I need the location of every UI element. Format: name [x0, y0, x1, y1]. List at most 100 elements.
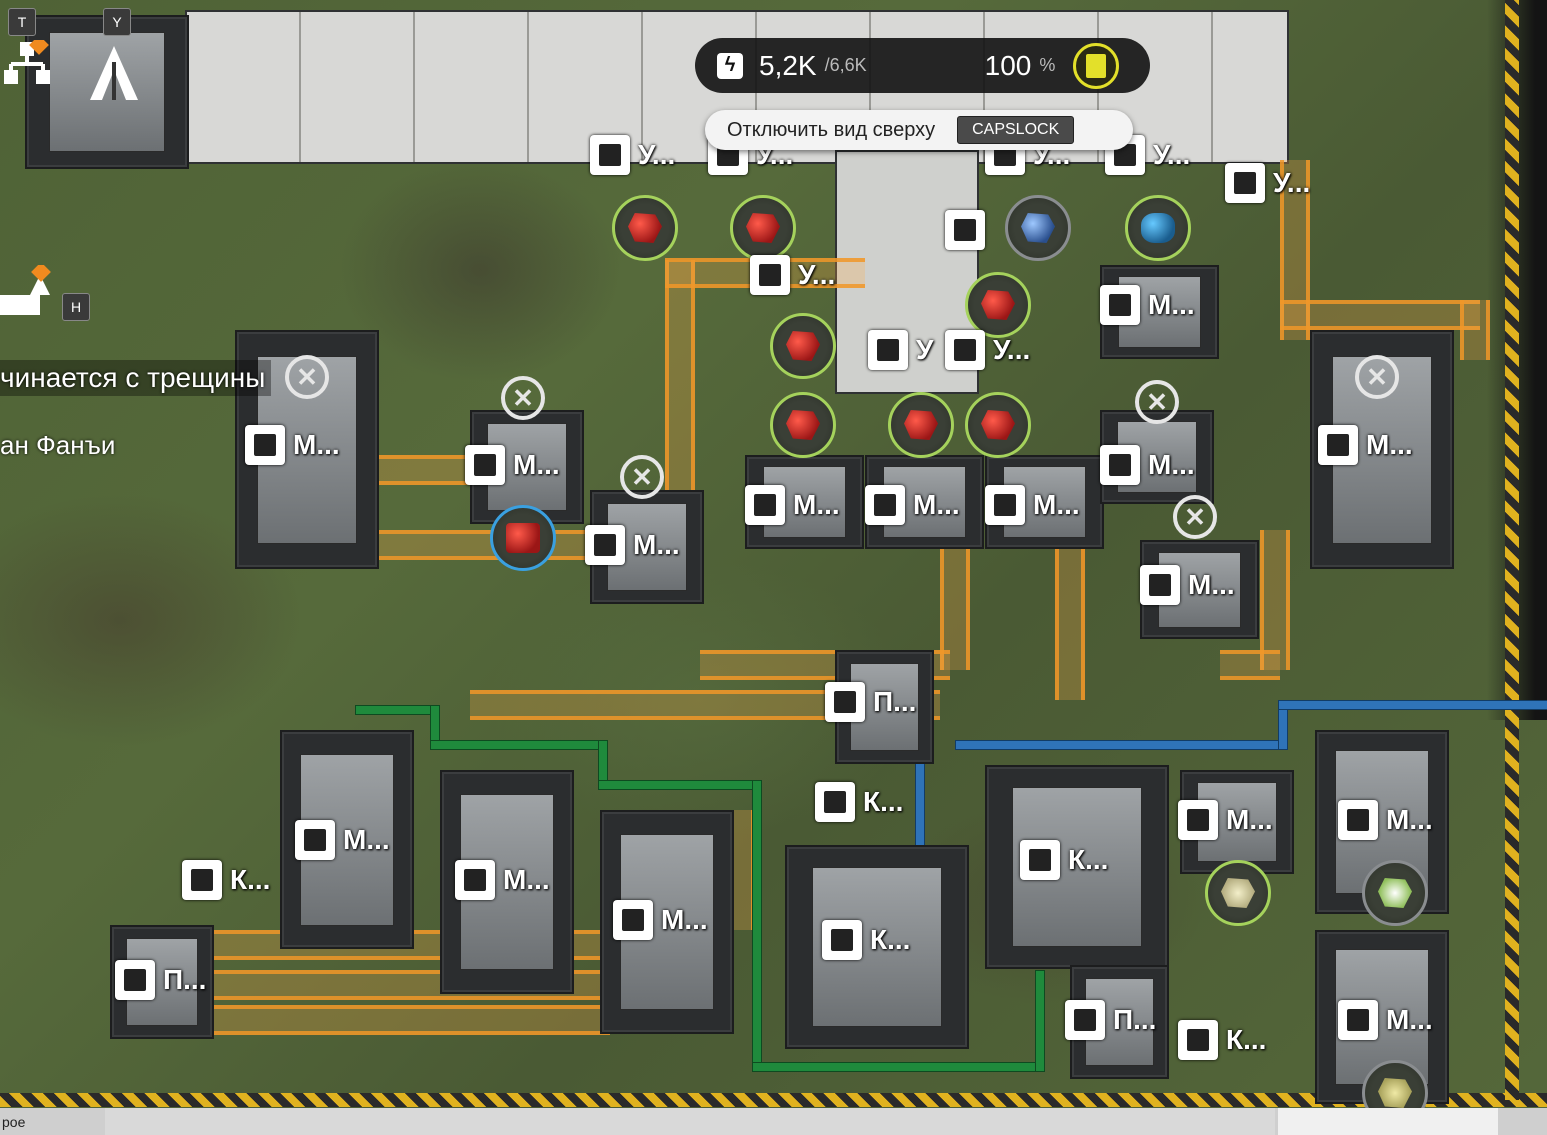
capslock-key: CAPSLOCK [957, 116, 1075, 144]
gem-ore-icon [965, 392, 1031, 458]
conveyor[interactable] [1280, 160, 1310, 340]
building-label[interactable]: М... [1338, 1000, 1433, 1040]
pipe-green[interactable] [598, 780, 760, 790]
hazard-border-right [1505, 0, 1519, 1100]
building-label[interactable]: М... [613, 900, 708, 940]
building-label[interactable]: М... [1140, 565, 1235, 605]
refinery-icon [245, 425, 285, 465]
conveyor[interactable] [1055, 540, 1085, 700]
grinder-icon [585, 525, 625, 565]
building-label[interactable]: У [868, 330, 933, 370]
building-label[interactable]: М... [865, 485, 960, 525]
sleeper-1[interactable] [280, 730, 414, 949]
building-label[interactable]: М... [1318, 425, 1413, 465]
cross-ring-icon: ✕ [1173, 495, 1217, 539]
objective-marker-icon[interactable] [0, 262, 60, 335]
building-label[interactable]: К... [822, 920, 910, 960]
planter-icon [1338, 1000, 1378, 1040]
sleeper-3[interactable] [600, 810, 734, 1034]
quest-title[interactable]: чинается с трещины [0, 360, 272, 396]
hierarchy-icon[interactable] [0, 35, 55, 100]
building-label[interactable]: М... [1338, 800, 1433, 840]
building-label[interactable]: П... [825, 682, 916, 722]
toolbar-slot[interactable] [105, 1108, 1275, 1135]
pylon-icon [815, 782, 855, 822]
conveyor[interactable] [370, 530, 590, 560]
unloader-icon [1225, 163, 1265, 203]
building-label[interactable]: П... [1065, 1000, 1156, 1040]
power-icon: ϟ [717, 52, 743, 79]
flower-icon [1362, 860, 1428, 926]
sleeper-icon [613, 900, 653, 940]
pylon-icon [182, 860, 222, 900]
building-label[interactable]: К... [1020, 840, 1108, 880]
key-badge-t: T [8, 8, 36, 36]
ore-plant-icon [1205, 860, 1271, 926]
hazard-border-bottom [0, 1093, 1547, 1107]
building-label[interactable]: М... [745, 485, 840, 525]
pipe-green[interactable] [752, 780, 762, 1072]
building-label[interactable]: М... [295, 820, 390, 860]
conveyor[interactable] [1260, 530, 1290, 670]
building-label[interactable]: М... [1178, 800, 1273, 840]
cross-ring-icon: ✕ [501, 376, 545, 420]
grinder-icon [1140, 565, 1180, 605]
ore-chunk-icon [490, 505, 556, 571]
conveyor[interactable] [1220, 650, 1280, 680]
toolbar-action[interactable] [1278, 1108, 1498, 1135]
conveyor[interactable] [1280, 300, 1480, 330]
building-label[interactable]: М... [455, 860, 550, 900]
building-label[interactable]: М... [245, 425, 340, 465]
topview-tooltip[interactable]: Отключить вид сверху CAPSLOCK [705, 110, 1133, 150]
building-label[interactable]: П... [115, 960, 206, 1000]
unloader-icon [868, 330, 908, 370]
building-label[interactable]: У... [945, 330, 1030, 370]
building-label[interactable]: М... [1100, 445, 1195, 485]
unloader-icon [945, 210, 985, 250]
conveyor[interactable] [210, 1005, 610, 1035]
building-label[interactable]: М... [465, 445, 560, 485]
grinder-2[interactable] [590, 490, 704, 604]
building-label[interactable]: К... [815, 782, 903, 822]
corner-tower[interactable] [25, 15, 189, 169]
building-label[interactable]: У... [750, 255, 835, 295]
cross-ring-icon: ✕ [620, 455, 664, 499]
conveyor[interactable] [1460, 300, 1490, 360]
building-label[interactable]: М... [1100, 285, 1195, 325]
grinder-icon [745, 485, 785, 525]
pipe-green[interactable] [752, 1062, 1044, 1072]
key-badge-y: Y [103, 8, 131, 36]
bottom-toolbar[interactable]: рое [0, 1108, 1547, 1135]
quest-subtitle: ан Фанъи [0, 430, 116, 460]
packer-icon [1100, 445, 1140, 485]
crystal-icon [1005, 195, 1071, 261]
building-label[interactable]: М... [985, 485, 1080, 525]
building-label[interactable]: У... [1225, 163, 1310, 203]
gem-ore-icon [770, 313, 836, 379]
gem-ore-icon [770, 392, 836, 458]
pipe-green[interactable] [355, 705, 437, 715]
reactor-2[interactable] [985, 765, 1169, 969]
cross-ring-icon: ✕ [1135, 380, 1179, 424]
refinery-icon [1318, 425, 1358, 465]
tower-icon[interactable] [82, 42, 146, 102]
conveyor[interactable] [940, 540, 970, 670]
pipe-blue[interactable] [1278, 700, 1547, 710]
power-bar[interactable]: ϟ 5,2K /6,6K 100 % [695, 38, 1150, 93]
pipe-green[interactable] [1035, 970, 1045, 1072]
building-label[interactable]: К... [1178, 1020, 1266, 1060]
unloader-icon [945, 330, 985, 370]
conveyor[interactable] [665, 260, 695, 500]
mixer-icon [1100, 285, 1140, 325]
building-label[interactable]: У... [590, 135, 675, 175]
building-label[interactable]: М... [585, 525, 680, 565]
cross-ring-icon: ✕ [1355, 355, 1399, 399]
pipe-blue[interactable] [955, 740, 1287, 750]
gem-ore-icon [888, 392, 954, 458]
gem-ore-icon [612, 195, 678, 261]
building-label[interactable]: К... [182, 860, 270, 900]
unloader-icon [590, 135, 630, 175]
pipe-green[interactable] [430, 740, 607, 750]
warehouse-icon [1065, 1000, 1105, 1040]
building-label[interactable] [945, 210, 985, 250]
